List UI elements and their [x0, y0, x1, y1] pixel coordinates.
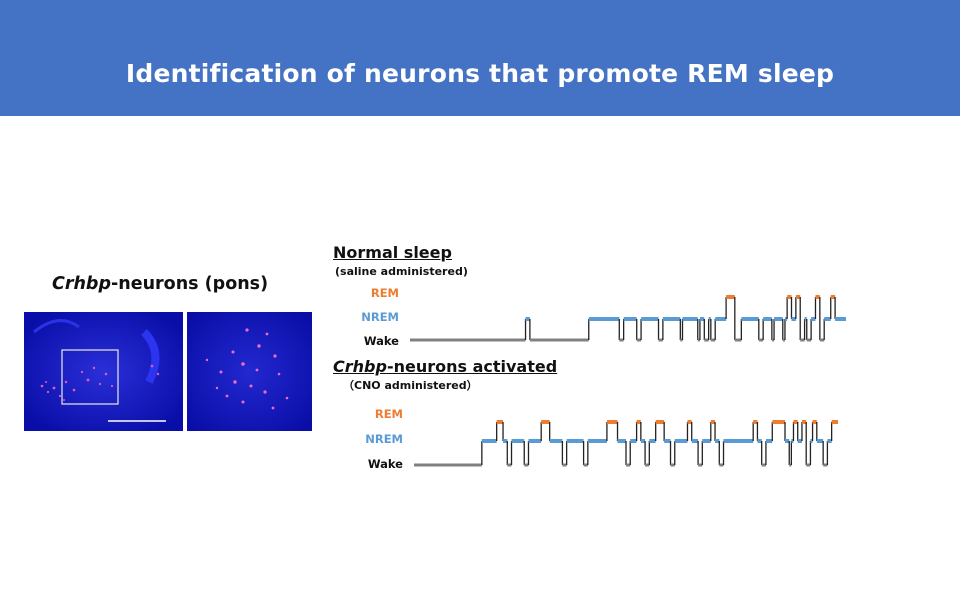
activated-wake-label: Wake: [367, 457, 403, 471]
normal-rem-label: REM: [370, 286, 399, 300]
normal-hypnogram: [410, 295, 846, 342]
activated-hypnogram: [414, 420, 838, 467]
micrograph-overview-image: [24, 312, 183, 431]
micrograph-overview: [24, 312, 183, 431]
micrograph-zoom-image: [187, 312, 312, 431]
activated-rem-label: REM: [374, 407, 403, 421]
normal-wake-label: Wake: [363, 334, 399, 348]
title-banner: Identification of neurons that promote R…: [0, 0, 960, 116]
activated-nrem-label: NREM: [365, 432, 403, 446]
crhbp-neurons-label: Crhbp-neurons (pons): [52, 274, 268, 294]
activated-subtitle: （CNO administered）: [343, 379, 478, 392]
slide-title: Identification of neurons that promote R…: [125, 59, 835, 88]
activated-title: Crhbp-neurons activated: [333, 357, 557, 376]
normal-sleep-title: Normal sleep: [333, 243, 452, 262]
crhbp-label-rest: -neurons (pons): [111, 274, 269, 294]
crhbp-gene-name: Crhbp: [52, 274, 111, 294]
activated-title-rest: -neurons activated: [386, 357, 558, 376]
normal-nrem-label: NREM: [361, 310, 399, 324]
micrograph-zoom: [187, 312, 312, 431]
activated-gene-name: Crhbp: [333, 357, 387, 376]
normal-sleep-subtitle: (saline administered): [335, 265, 468, 278]
